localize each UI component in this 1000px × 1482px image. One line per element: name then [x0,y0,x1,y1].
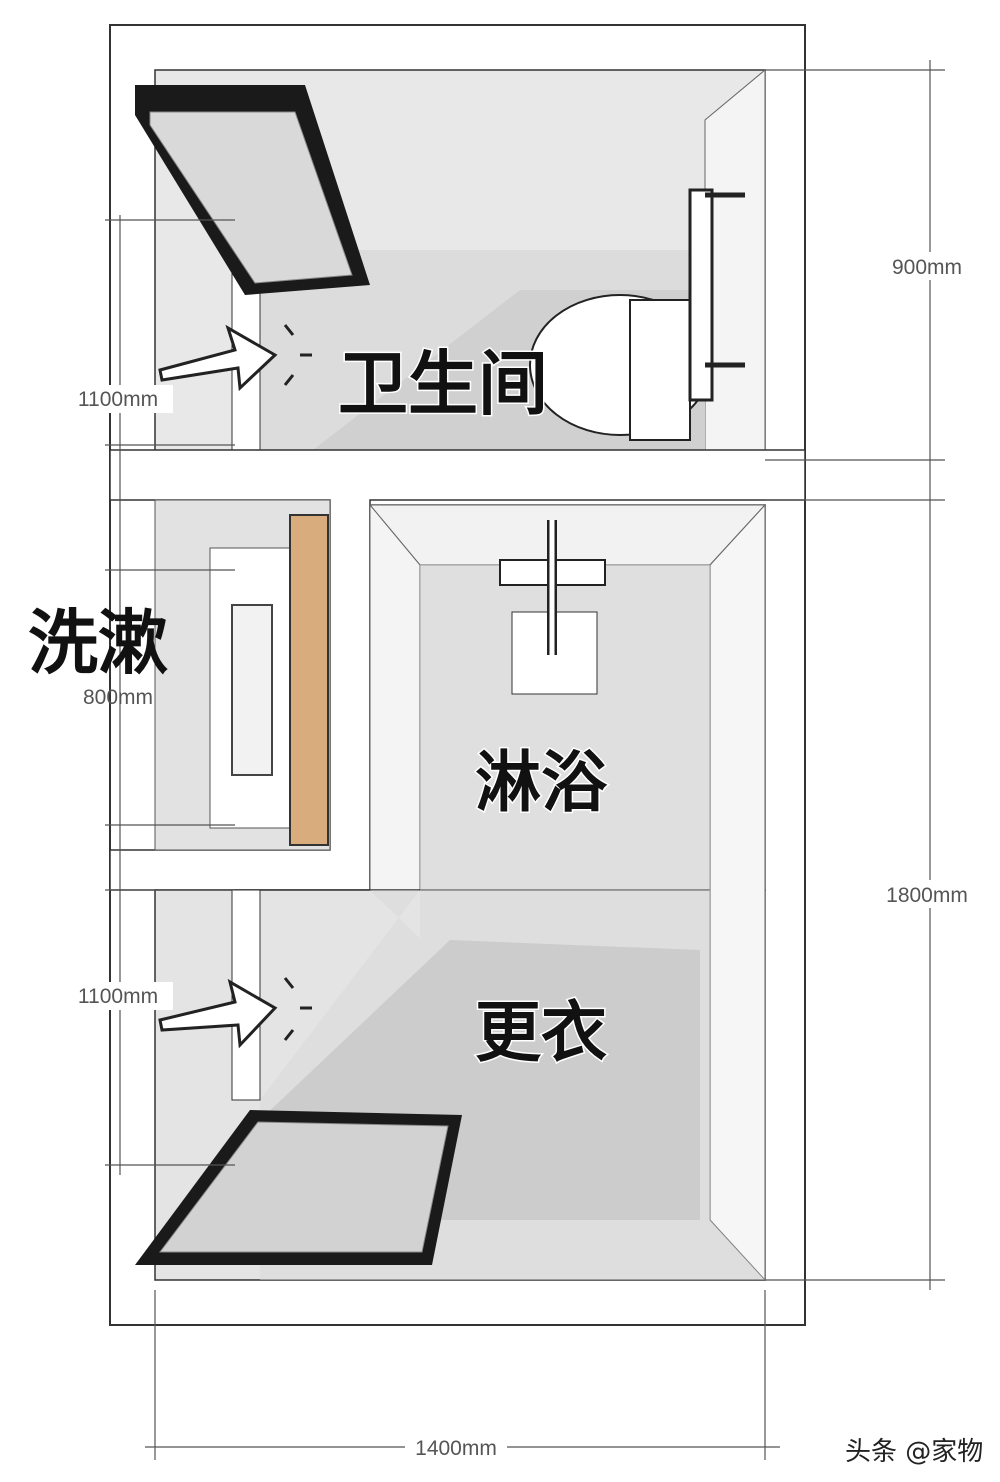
label-shower: 淋浴 [475,744,608,821]
dim-lower-depth: 1800mm [886,884,968,907]
dim-door-top: 1100mm [78,388,158,411]
wooden-cabinet [289,514,329,846]
window-bottom [135,1110,462,1265]
dim-wash-width: 800mm [83,686,153,709]
dim-total-width: 1400mm [415,1437,497,1460]
toilet [529,188,745,441]
dim-toilet-depth: 900mm [892,256,962,279]
window-top [135,85,370,295]
washing-area [154,499,331,851]
dim-door-bottom: 1100mm [78,985,158,1008]
shower-changing-room [154,503,767,1282]
watermark: 头条 @家物 [845,1437,983,1467]
entrance-arrow-top [158,324,312,392]
label-washing: 洗漱 [28,602,168,684]
shower-fixture [499,520,606,695]
label-toilet: 卫生间 [338,343,548,425]
label-changing: 更衣 [475,994,607,1071]
entrance-arrow-bottom [158,977,312,1049]
